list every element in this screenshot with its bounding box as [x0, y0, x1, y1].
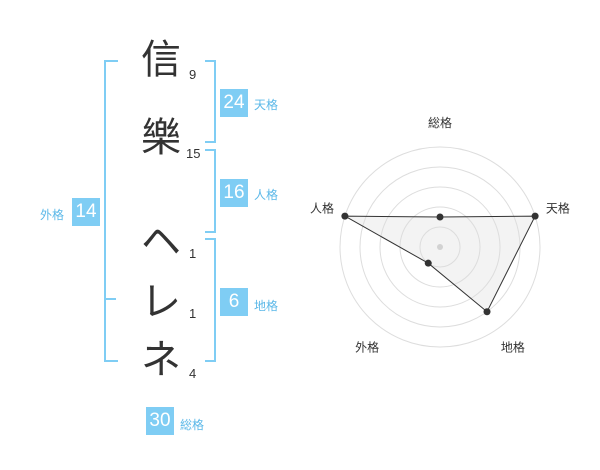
name-char-5: ネ [141, 337, 181, 383]
gaikaku-label: 外格 [40, 208, 65, 222]
stroke-count-2: 15 [186, 146, 201, 161]
radar-ring-5 [339, 146, 541, 348]
stroke-count-3: 1 [189, 246, 197, 261]
radar-ring-1 [419, 226, 461, 268]
gaikaku-value: 14 [72, 198, 100, 226]
jinkaku-value: 16 [220, 179, 248, 207]
radar-point-3 [483, 308, 491, 316]
name-char-4: レ [141, 279, 181, 325]
radar-label-1: 総格 [428, 115, 452, 130]
chikaku-label: 地格 [254, 299, 279, 313]
radar-polygon [344, 215, 536, 313]
chikaku-bracket [205, 238, 216, 362]
stroke-count-4: 1 [189, 306, 197, 321]
gaikaku-bracket-tick [104, 298, 116, 300]
stroke-count-5: 4 [189, 366, 197, 381]
soukaku-value: 30 [146, 407, 174, 435]
tenkaku-bracket [205, 60, 216, 143]
name-char-2: 樂 [141, 115, 181, 161]
name-char-1: 信 [141, 37, 181, 83]
radar-label-2: 天格 [546, 201, 570, 216]
radar-center [437, 244, 443, 250]
jinkaku-bracket [205, 149, 216, 233]
jinkaku-label: 人格 [254, 188, 279, 202]
tenkaku-label: 天格 [254, 98, 279, 112]
tenkaku-value: 24 [220, 89, 248, 117]
gaikaku-bracket [104, 60, 118, 362]
radar-label-3: 地格 [501, 339, 525, 354]
radar-point-4 [424, 259, 432, 267]
radar-point-5 [341, 212, 349, 220]
name-char-3: ヘ [141, 219, 181, 265]
radar-point-2 [531, 212, 539, 220]
radar-label-5: 人格 [310, 201, 334, 216]
radar-point-1 [436, 213, 444, 221]
radar-label-4: 外格 [355, 339, 379, 354]
soukaku-label: 総格 [180, 418, 205, 432]
radar-ring-3 [379, 186, 501, 308]
stroke-count-1: 9 [189, 67, 197, 82]
radar-data-shape [341, 212, 539, 316]
chikaku-value: 6 [220, 288, 248, 316]
